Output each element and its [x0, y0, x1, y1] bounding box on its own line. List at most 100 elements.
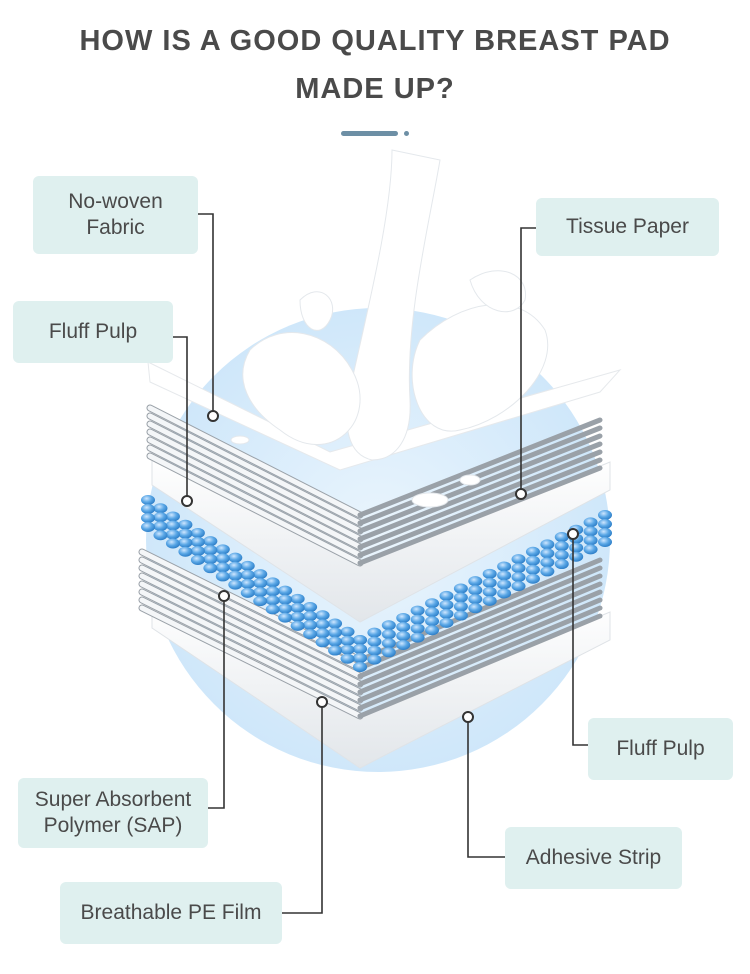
fiber-strand: [139, 565, 363, 679]
sap-bead: [540, 557, 555, 568]
sap-bead: [153, 512, 168, 523]
sap-bead: [190, 536, 205, 547]
title-underline-bar: [341, 131, 398, 136]
sap-bead: [228, 561, 243, 572]
sap-bead: [228, 579, 243, 590]
sap-bead: [203, 536, 218, 547]
sap-bead: [178, 528, 193, 539]
label-tissue-paper: Tissue Paper: [536, 198, 719, 256]
point-sap: [218, 590, 230, 602]
sap-bead: [367, 645, 382, 656]
sap-bead: [468, 594, 483, 605]
upper-fluff-fibers: [146, 404, 603, 567]
sap-bead: [290, 620, 305, 631]
sap-bead: [497, 561, 512, 572]
sap-bead: [303, 620, 318, 631]
fiber-strand: [147, 453, 363, 566]
sap-bead: [482, 595, 497, 606]
label-fluff-pulp-left: Fluff Pulp: [13, 301, 173, 363]
sap-bead: [141, 513, 155, 523]
sap-bead: [265, 604, 280, 615]
sap-bead: [554, 559, 569, 570]
sap-bead: [583, 517, 598, 528]
sap-bead: [598, 519, 612, 529]
sap-bead: [228, 570, 243, 581]
sap-bead: [396, 630, 411, 641]
label-fluff-pulp-right: Fluff Pulp: [588, 718, 733, 780]
point-pe-film: [316, 696, 328, 708]
sap-bead: [215, 544, 230, 555]
sap-bead: [253, 569, 268, 580]
label-sap: Super Absorbent Polymer (SAP): [18, 778, 208, 848]
sap-bead: [253, 578, 268, 589]
sap-bead: [178, 519, 193, 530]
fiber-strand: [147, 405, 363, 518]
sap-bead: [540, 566, 555, 577]
sap-bead: [141, 495, 155, 505]
sap-bead: [439, 590, 454, 601]
sap-bead: [497, 588, 512, 599]
leader-points: [181, 410, 579, 723]
point-nonwoven: [207, 410, 219, 422]
sap-bead: [525, 573, 540, 584]
sap-bead: [425, 598, 440, 609]
sap-bead: [569, 542, 584, 553]
sap-bead: [303, 611, 318, 622]
leader-lines: [173, 213, 588, 914]
point-tissue: [515, 488, 527, 500]
sap-bead: [290, 602, 305, 613]
sap-bead: [340, 653, 355, 664]
sap-bead: [315, 619, 330, 630]
fiber-strand: [357, 433, 603, 534]
fiber-strand: [139, 581, 363, 695]
sap-bead: [381, 647, 396, 658]
sap-bead: [165, 538, 180, 549]
sap-bead: [511, 563, 526, 574]
fiber-strand: [357, 613, 603, 719]
sap-bead: [315, 637, 330, 648]
sap-bead: [525, 555, 540, 566]
fiber-strand: [357, 441, 603, 542]
sap-bead: [453, 601, 468, 612]
leader-tissue: [520, 227, 536, 494]
sap-bead: [315, 610, 330, 621]
leader-fluff-right: [572, 534, 588, 746]
sap-bead: [439, 608, 454, 619]
sap-bead: [410, 605, 425, 616]
sap-bead: [278, 603, 293, 614]
sap-bead: [215, 571, 230, 582]
milk-splash: [230, 149, 549, 508]
sap-bead: [328, 636, 343, 647]
sap-bead: [511, 581, 526, 592]
leader-nonwoven: [198, 213, 214, 416]
sap-bead: [240, 587, 255, 598]
fiber-strand: [357, 449, 603, 550]
sap-bead: [340, 644, 355, 655]
sap-bead: [178, 546, 193, 557]
sap-bead: [583, 544, 598, 555]
fiber-strand: [357, 605, 603, 711]
sap-bead: [410, 623, 425, 634]
sap-bead: [165, 529, 180, 540]
sap-bead: [215, 562, 230, 573]
sap-bead: [353, 644, 367, 654]
sap-bead: [203, 545, 218, 556]
title-underline-dot: [404, 131, 409, 136]
sap-bead: [410, 632, 425, 643]
sap-bead: [253, 596, 268, 607]
fiber-strand: [147, 413, 363, 526]
sap-bead: [265, 595, 280, 606]
point-adhesive: [462, 711, 474, 723]
sap-bead: [228, 552, 243, 563]
sap-bead: [203, 554, 218, 565]
sap-bead: [425, 625, 440, 636]
label-adhesive-strip: Adhesive Strip: [505, 827, 682, 889]
sap-bead: [340, 635, 355, 646]
sap-bead: [439, 599, 454, 610]
page-title-line2: MADE UP?: [295, 73, 455, 105]
sap-bead: [278, 612, 293, 623]
sap-bead: [215, 553, 230, 564]
sap-bead: [253, 587, 268, 598]
sap-bead: [396, 621, 411, 632]
